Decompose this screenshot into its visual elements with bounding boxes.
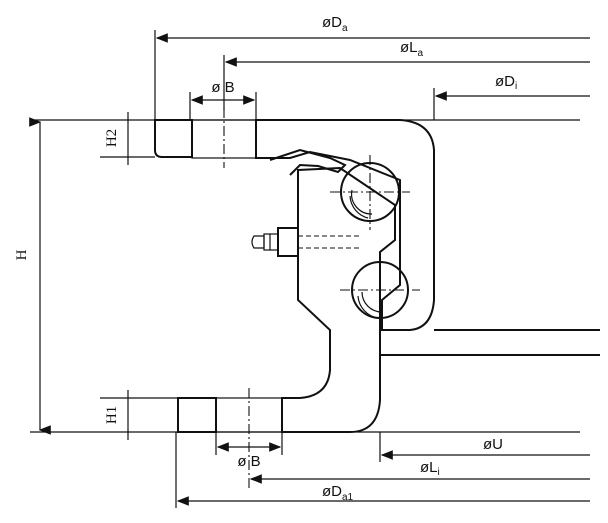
dimension-h: H	[14, 117, 51, 435]
b-bottom-label: ø B	[237, 453, 260, 470]
h1-label: H1	[104, 406, 120, 424]
dimension-da1: øDa1	[175, 432, 590, 508]
b-top-label: ø B	[211, 79, 234, 96]
h-label: H	[14, 249, 30, 260]
u-label: øU	[483, 436, 503, 453]
inner-ring	[177, 166, 396, 433]
h2-label: H2	[104, 129, 120, 147]
dimension-b-bottom: ø B	[215, 432, 283, 470]
da-label: øDa	[322, 14, 348, 34]
dimension-da: øDa	[154, 14, 590, 120]
li-label: øLi	[420, 459, 440, 478]
seal	[269, 148, 347, 176]
ball-lower	[340, 255, 420, 325]
da1-label: øDa1	[322, 483, 354, 503]
la-label: øLa	[400, 39, 424, 59]
dimension-u: øU	[379, 432, 590, 462]
grease-nipple	[251, 227, 360, 257]
dimension-la: øLa	[223, 39, 590, 110]
ball-upper	[330, 155, 410, 230]
dimension-b-top: ø B	[189, 79, 257, 120]
dimension-h1: H1	[104, 390, 129, 440]
di-label: øDi	[495, 73, 517, 92]
dimension-h2: H2	[104, 112, 129, 165]
dimension-di: øDi	[433, 73, 590, 120]
dimension-li: øLi	[249, 459, 590, 484]
